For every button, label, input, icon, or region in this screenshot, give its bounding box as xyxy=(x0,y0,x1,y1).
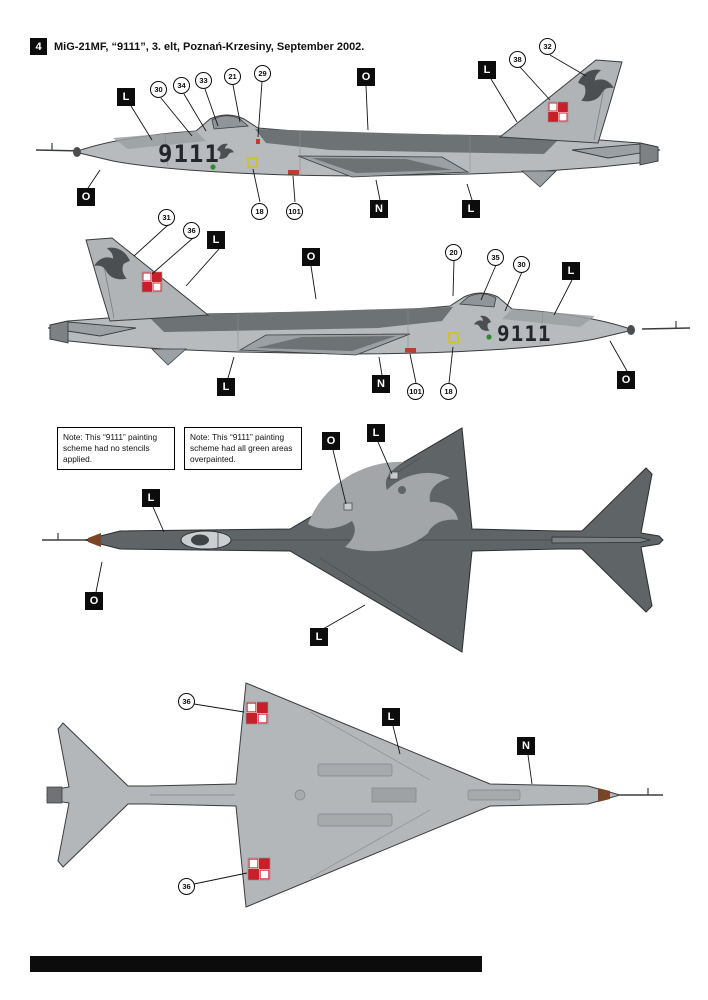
callout-v2-18: 18 xyxy=(440,383,457,400)
callout-v1-33: 33 xyxy=(195,72,212,89)
tail-number: 9111 xyxy=(497,322,552,346)
side-profile-left: 9111 xyxy=(47,237,691,366)
decal-placement-marker xyxy=(343,502,353,511)
upper-wing-checkerboard xyxy=(245,701,269,725)
page-header: 4 MiG-21MF, “9111”, 3. elt, Poznań-Krzes… xyxy=(30,38,364,55)
callout-v1-18: 18 xyxy=(251,203,268,220)
scheme-title: MiG-21MF, “9111”, 3. elt, Poznań-Krzesin… xyxy=(54,40,365,53)
yellow-marking xyxy=(448,332,459,343)
callout-v1-38: 38 xyxy=(509,51,526,68)
tail-number: 9111 xyxy=(158,140,220,168)
callout-v3-l-wing: L xyxy=(367,424,385,442)
callout-v2-o-spine: O xyxy=(302,248,320,266)
red-marking-small xyxy=(256,139,260,144)
callout-v3-l-fuselage: L xyxy=(142,489,160,507)
callout-v2-n-belly: N xyxy=(372,375,390,393)
dragon-artwork xyxy=(308,461,458,552)
callout-v1-101: 101 xyxy=(286,203,303,220)
callout-v2-36: 36 xyxy=(183,222,200,239)
callout-v2-31: 31 xyxy=(158,209,175,226)
callout-v1-l-fin: L xyxy=(478,61,496,79)
lower-wing-checkerboard xyxy=(247,857,271,881)
scheme-index-badge: 4 xyxy=(30,38,47,55)
yellow-marking xyxy=(247,157,258,168)
callout-v1-o-spine: O xyxy=(357,68,375,86)
top-view xyxy=(42,427,664,653)
callout-v2-20: 20 xyxy=(445,244,462,261)
callout-v1-29: 29 xyxy=(254,65,271,82)
callout-v4-36-upper: 36 xyxy=(178,693,195,710)
callout-v4-36-lower: 36 xyxy=(178,878,195,895)
decal-placement-marker xyxy=(389,471,399,480)
leader-lines xyxy=(87,54,628,885)
callout-v1-o-nose-under: O xyxy=(77,188,95,206)
callout-v4-l-wing: L xyxy=(382,708,400,726)
callout-v2-101: 101 xyxy=(407,383,424,400)
callout-v4-n-fuselage: N xyxy=(517,737,535,755)
callout-v3-o-wing-root: O xyxy=(322,432,340,450)
callout-v2-l-tailplane: L xyxy=(217,378,235,396)
callout-v2-30: 30 xyxy=(513,256,530,273)
callout-v3-o-nose: O xyxy=(85,592,103,610)
fin-checkerboard xyxy=(547,101,569,123)
note-overpainted: Note: This “9111” painting scheme had al… xyxy=(184,427,302,470)
side-profile-right: 9111 xyxy=(35,59,661,188)
callout-v2-l-fin: L xyxy=(207,231,225,249)
callout-v1-34: 34 xyxy=(173,77,190,94)
callout-v1-n-belly: N xyxy=(370,200,388,218)
footer-band xyxy=(30,956,482,972)
fin-checkerboard xyxy=(141,271,163,293)
callout-v1-32: 32 xyxy=(539,38,556,55)
callout-v2-o-nose-under: O xyxy=(617,371,635,389)
callout-v1-21: 21 xyxy=(224,68,241,85)
green-marking xyxy=(210,164,216,170)
red-marking xyxy=(288,170,299,175)
callout-v1-l-nose: L xyxy=(117,88,135,106)
bottom-view xyxy=(46,682,663,908)
note-no-stencils: Note: This “9111” painting scheme had no… xyxy=(57,427,175,470)
callout-v1-l-tailplane: L xyxy=(462,200,480,218)
callout-v3-l-wing-lower: L xyxy=(310,628,328,646)
callout-v2-35: 35 xyxy=(487,249,504,266)
green-marking xyxy=(486,334,492,340)
callout-v1-30: 30 xyxy=(150,81,167,98)
red-marking xyxy=(405,348,416,353)
callout-v2-l-nose: L xyxy=(562,262,580,280)
